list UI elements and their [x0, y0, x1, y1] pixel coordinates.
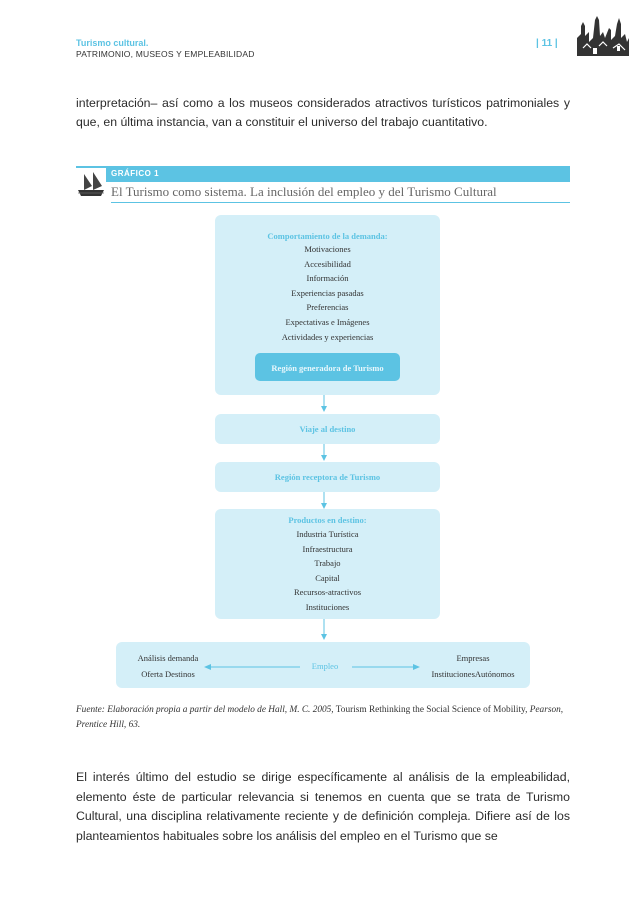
- header-subtitle: PATRIMONIO, MUSEOS Y EMPLEABILIDAD: [76, 49, 255, 59]
- ship-illustration-icon: [76, 168, 106, 198]
- generating-region-box: [255, 353, 400, 381]
- receiving-region-box: [215, 462, 440, 492]
- figure-divider: [111, 202, 570, 203]
- product-item: Recursos-atractivos: [293, 587, 362, 598]
- product-item: Instituciones: [305, 601, 350, 612]
- arrow-down: [321, 619, 327, 640]
- figure-title: El Turismo como sistema. La inclusión de…: [111, 184, 497, 199]
- source-normal: Tourism Rethinking the Social Science of…: [333, 705, 530, 715]
- employment-box: [116, 642, 530, 688]
- source-italic: Fuente: Elaboración propia a partir del …: [76, 705, 334, 715]
- receiving-region-label: Región receptora de Turismo: [274, 472, 381, 482]
- product-item: Industria Turística: [296, 529, 359, 539]
- demand-item: Motivaciones: [304, 244, 351, 254]
- employment-left-line1: Análisis demanda: [137, 653, 199, 663]
- demand-item: Preferencias: [306, 302, 349, 313]
- arrow-down: [321, 395, 327, 412]
- products-box: [215, 509, 440, 619]
- demand-item: Actividades y experiencias: [281, 331, 374, 342]
- demand-item: Experiencias pasadas: [291, 287, 364, 298]
- figure-label-bar: [76, 166, 570, 182]
- source-italic-2: Pearson, Prentice Hill, 63.: [76, 705, 564, 730]
- demand-item: Accesibilidad: [304, 258, 351, 269]
- page-number: | 11 |: [536, 38, 558, 49]
- generating-region-label: Región generadora de Turismo: [271, 363, 384, 373]
- employment-right-line1: Empresas: [456, 653, 490, 663]
- header-title: Turismo cultural.: [76, 38, 149, 48]
- employment-center: Empleo: [311, 661, 339, 671]
- products-items: Industria Turística Infraestructura Trab…: [215, 529, 440, 617]
- arrow-down: [321, 492, 327, 509]
- travel-label: Viaje al destino: [299, 424, 356, 434]
- product-item: Infraestructura: [302, 543, 353, 554]
- product-item: Capital: [315, 572, 340, 583]
- employment-left-line2: Oferta Destinos: [141, 669, 195, 679]
- figure-label: GRÁFICO 1: [111, 169, 160, 178]
- city-illustration-icon: [573, 8, 631, 58]
- arrow-right: [352, 664, 420, 670]
- arrow-down: [321, 444, 327, 461]
- travel-box: [215, 414, 440, 444]
- arrow-left: [204, 664, 300, 670]
- body-paragraph-1: interpretación– así como a los museos co…: [76, 96, 570, 129]
- demand-item: Información: [306, 273, 349, 284]
- demand-item: Expectativas e Imágenes: [285, 316, 370, 327]
- product-item: Trabajo: [314, 558, 341, 569]
- employment-right-line2: InstitucionesAutónomos: [431, 669, 515, 679]
- body-paragraph-2: El interés último del estudio se dirige …: [76, 770, 570, 843]
- products-heading: Productos en destino:: [288, 515, 367, 525]
- figure-source: Fuente: Elaboración propia a partir del …: [76, 703, 570, 733]
- demand-items: Motivaciones Accesibilidad Información E…: [215, 244, 440, 346]
- demand-heading: Comportamiento de la demanda:: [267, 231, 388, 241]
